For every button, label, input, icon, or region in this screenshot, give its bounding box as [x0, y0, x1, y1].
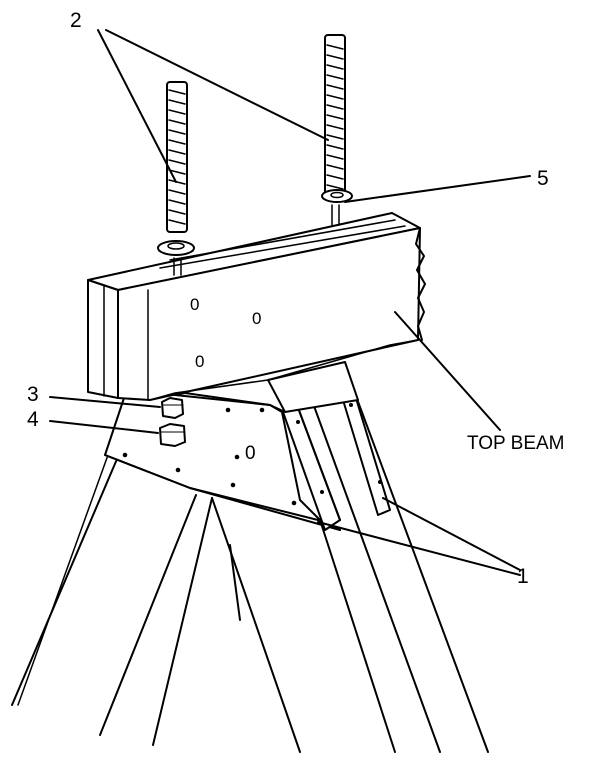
- leader-2-right: [105, 29, 329, 141]
- leg-left-outer: [11, 444, 124, 706]
- nuts: [159, 397, 186, 447]
- leader-lines: [49, 29, 531, 576]
- flange-back: [342, 394, 391, 516]
- beam-mark-2: 0: [252, 309, 262, 328]
- legs: [11, 379, 489, 753]
- beam-break-edge: [415, 227, 426, 341]
- beam-mark-3: 0: [195, 352, 205, 371]
- leg-right-front: [319, 519, 396, 753]
- side-flanges: [267, 361, 391, 531]
- beam-underside: [149, 339, 419, 401]
- washers: [157, 189, 353, 256]
- bolt-left: [166, 81, 188, 233]
- callout-brackets: 1: [517, 565, 529, 588]
- top-beam: [87, 212, 426, 401]
- bolt-right: [324, 34, 346, 196]
- callout-top-beam: TOP BEAM: [467, 433, 565, 454]
- bolts: [166, 34, 346, 276]
- callout-bolts: 2: [70, 9, 82, 32]
- leader-3: [49, 396, 161, 408]
- callout-nut-lower: 4: [27, 408, 39, 431]
- leader-1-a: [317, 521, 521, 576]
- nut-lower: [159, 423, 186, 447]
- washer-right: [321, 189, 353, 203]
- callout-washer: 5: [537, 167, 549, 190]
- washer-left: [157, 240, 195, 256]
- bracket-upper-plate: [267, 361, 359, 413]
- leg-right-back-b: [309, 394, 441, 753]
- leg-left-outer-inner: [17, 454, 109, 706]
- bracket-front-outline: [104, 454, 341, 531]
- beam-mark-1: 0: [190, 295, 200, 314]
- bracket-top-edge: [174, 394, 286, 413]
- beam-top-groove: [169, 219, 396, 261]
- beam-top-groove-2: [159, 225, 406, 269]
- bracket-mark: 0: [245, 443, 256, 464]
- leader-4: [49, 420, 159, 434]
- leg-left-inner-b: [152, 497, 213, 746]
- leg-middle: [211, 497, 301, 753]
- leader-2-left: [97, 29, 177, 183]
- leg-right-back-a: [349, 379, 489, 753]
- leader-5: [344, 175, 531, 203]
- leg-middle-b: [229, 544, 241, 621]
- beam-front-face: [117, 227, 421, 401]
- leader-1-b: [382, 497, 521, 571]
- leader-top-beam: [394, 311, 501, 431]
- callout-nut-upper: 3: [27, 383, 39, 406]
- beam-end-face: [87, 279, 119, 399]
- flange-front-edge: [296, 404, 341, 521]
- nut-upper: [161, 397, 184, 419]
- leg-left-inner: [99, 494, 197, 736]
